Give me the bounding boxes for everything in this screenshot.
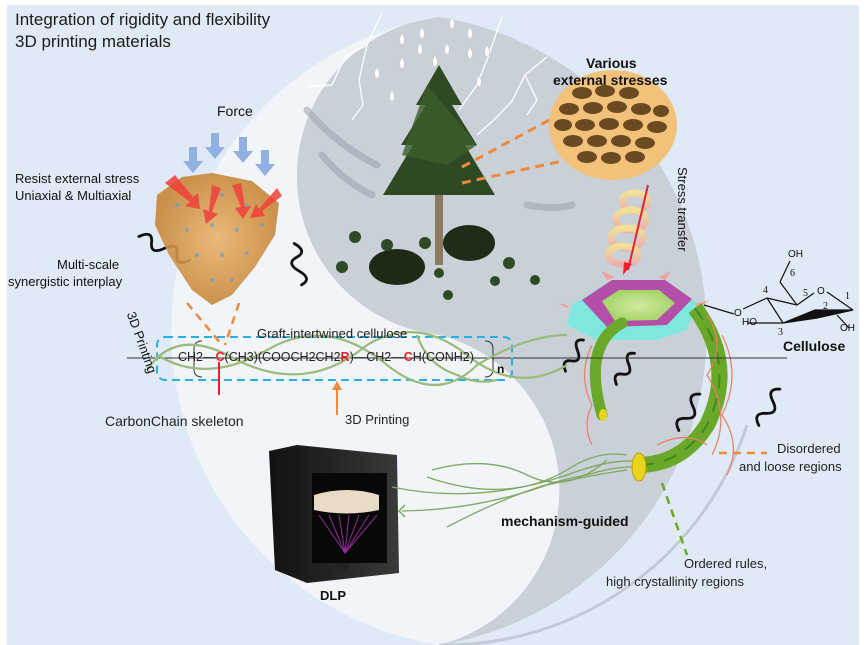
plant-cell-wall (557, 271, 709, 340)
cellulose-num-6: 6 (790, 268, 795, 279)
formula-carbon-1: C (215, 350, 225, 364)
title-line-1: Integration of rigidity and flexibility (15, 10, 271, 29)
diagram-canvas: Integration of rigidity and flexibility … (7, 5, 859, 645)
graft-label: Graft-intertwined cellulose (257, 326, 408, 341)
formula-seg2: (CH3)(COOCH2CH2 (224, 350, 341, 364)
formula-carbon-2: C (403, 350, 413, 364)
formula-seg3: )—CH2— (349, 350, 404, 364)
wood-cell-magnified (461, 70, 677, 185)
title-line-2: 3D printing materials (15, 32, 171, 51)
cellulose-oh-top: OH (788, 249, 803, 260)
disordered-label-2: and loose regions (739, 459, 842, 474)
annotation-leaders (660, 451, 767, 556)
wind-icon (303, 106, 576, 211)
tree-icon (336, 65, 540, 300)
dlp-printer-icon (269, 445, 399, 583)
formula-repeat-n: n (497, 362, 505, 376)
carbon-chain-label: CarbonChain skeleton (105, 413, 244, 429)
mechanism-guided-arrow (391, 453, 633, 528)
cellulose-fibers (583, 303, 735, 482)
cellulose-structure (703, 260, 854, 329)
stress-arrows (165, 175, 282, 224)
polymer-formula: CH2—C(CH3)(COOCH2CH2R)—CH2—CH(CONH2) (178, 350, 474, 364)
force-label: Force (217, 103, 253, 119)
resist-label-1: Resist external stress (15, 171, 140, 186)
cellulose-num-4: 4 (763, 285, 768, 296)
cellulose-num-2: 2 (823, 301, 828, 312)
force-arrows (183, 133, 275, 176)
cellulose-label: Cellulose (783, 338, 846, 354)
cellulose-num-5: 5 (803, 288, 808, 299)
light-half (171, 17, 560, 645)
stress-transfer-arrow (604, 184, 652, 275)
multiscale-label-2: synergistic interplay (8, 274, 123, 289)
dlp-label: DLP (320, 588, 346, 603)
connector-dashes (186, 302, 241, 346)
mechanism-label: mechanism-guided (501, 513, 629, 529)
polymer-chain (127, 331, 787, 415)
formula-seg4: H(CONH2) (412, 350, 474, 364)
ordered-label-1: Ordered rules, (684, 556, 768, 571)
stresses-label-1: Various (586, 55, 637, 71)
lightning-icon (306, 12, 548, 136)
spring-squiggles (137, 232, 782, 432)
cellulose-o-link: O (734, 308, 742, 319)
stresses-label-2: external stresses (553, 72, 668, 88)
raindrops-icon (374, 16, 490, 103)
stress-transfer-label: Stress transfer (675, 167, 690, 252)
ordered-label-2: high crystallinity regions (606, 574, 745, 589)
multiscale-label-1: Multi-scale (57, 257, 120, 272)
cellulose-num-1: 1 (845, 291, 850, 302)
printing-arrow-label: 3D Printing (345, 412, 410, 427)
cellulose-num-3: 3 (778, 327, 783, 338)
formula-seg1: CH2— (178, 350, 216, 364)
resist-label-2: Uniaxial & Multiaxial (15, 188, 132, 203)
cellulose-o-ring: O (817, 286, 825, 297)
formula-r-group: R (340, 350, 350, 364)
diagram-artwork (127, 12, 854, 645)
disordered-label-1: Disordered (777, 441, 841, 456)
cellulose-ho-left: HO (742, 317, 757, 328)
cellulose-oh-right: OH (840, 323, 855, 334)
